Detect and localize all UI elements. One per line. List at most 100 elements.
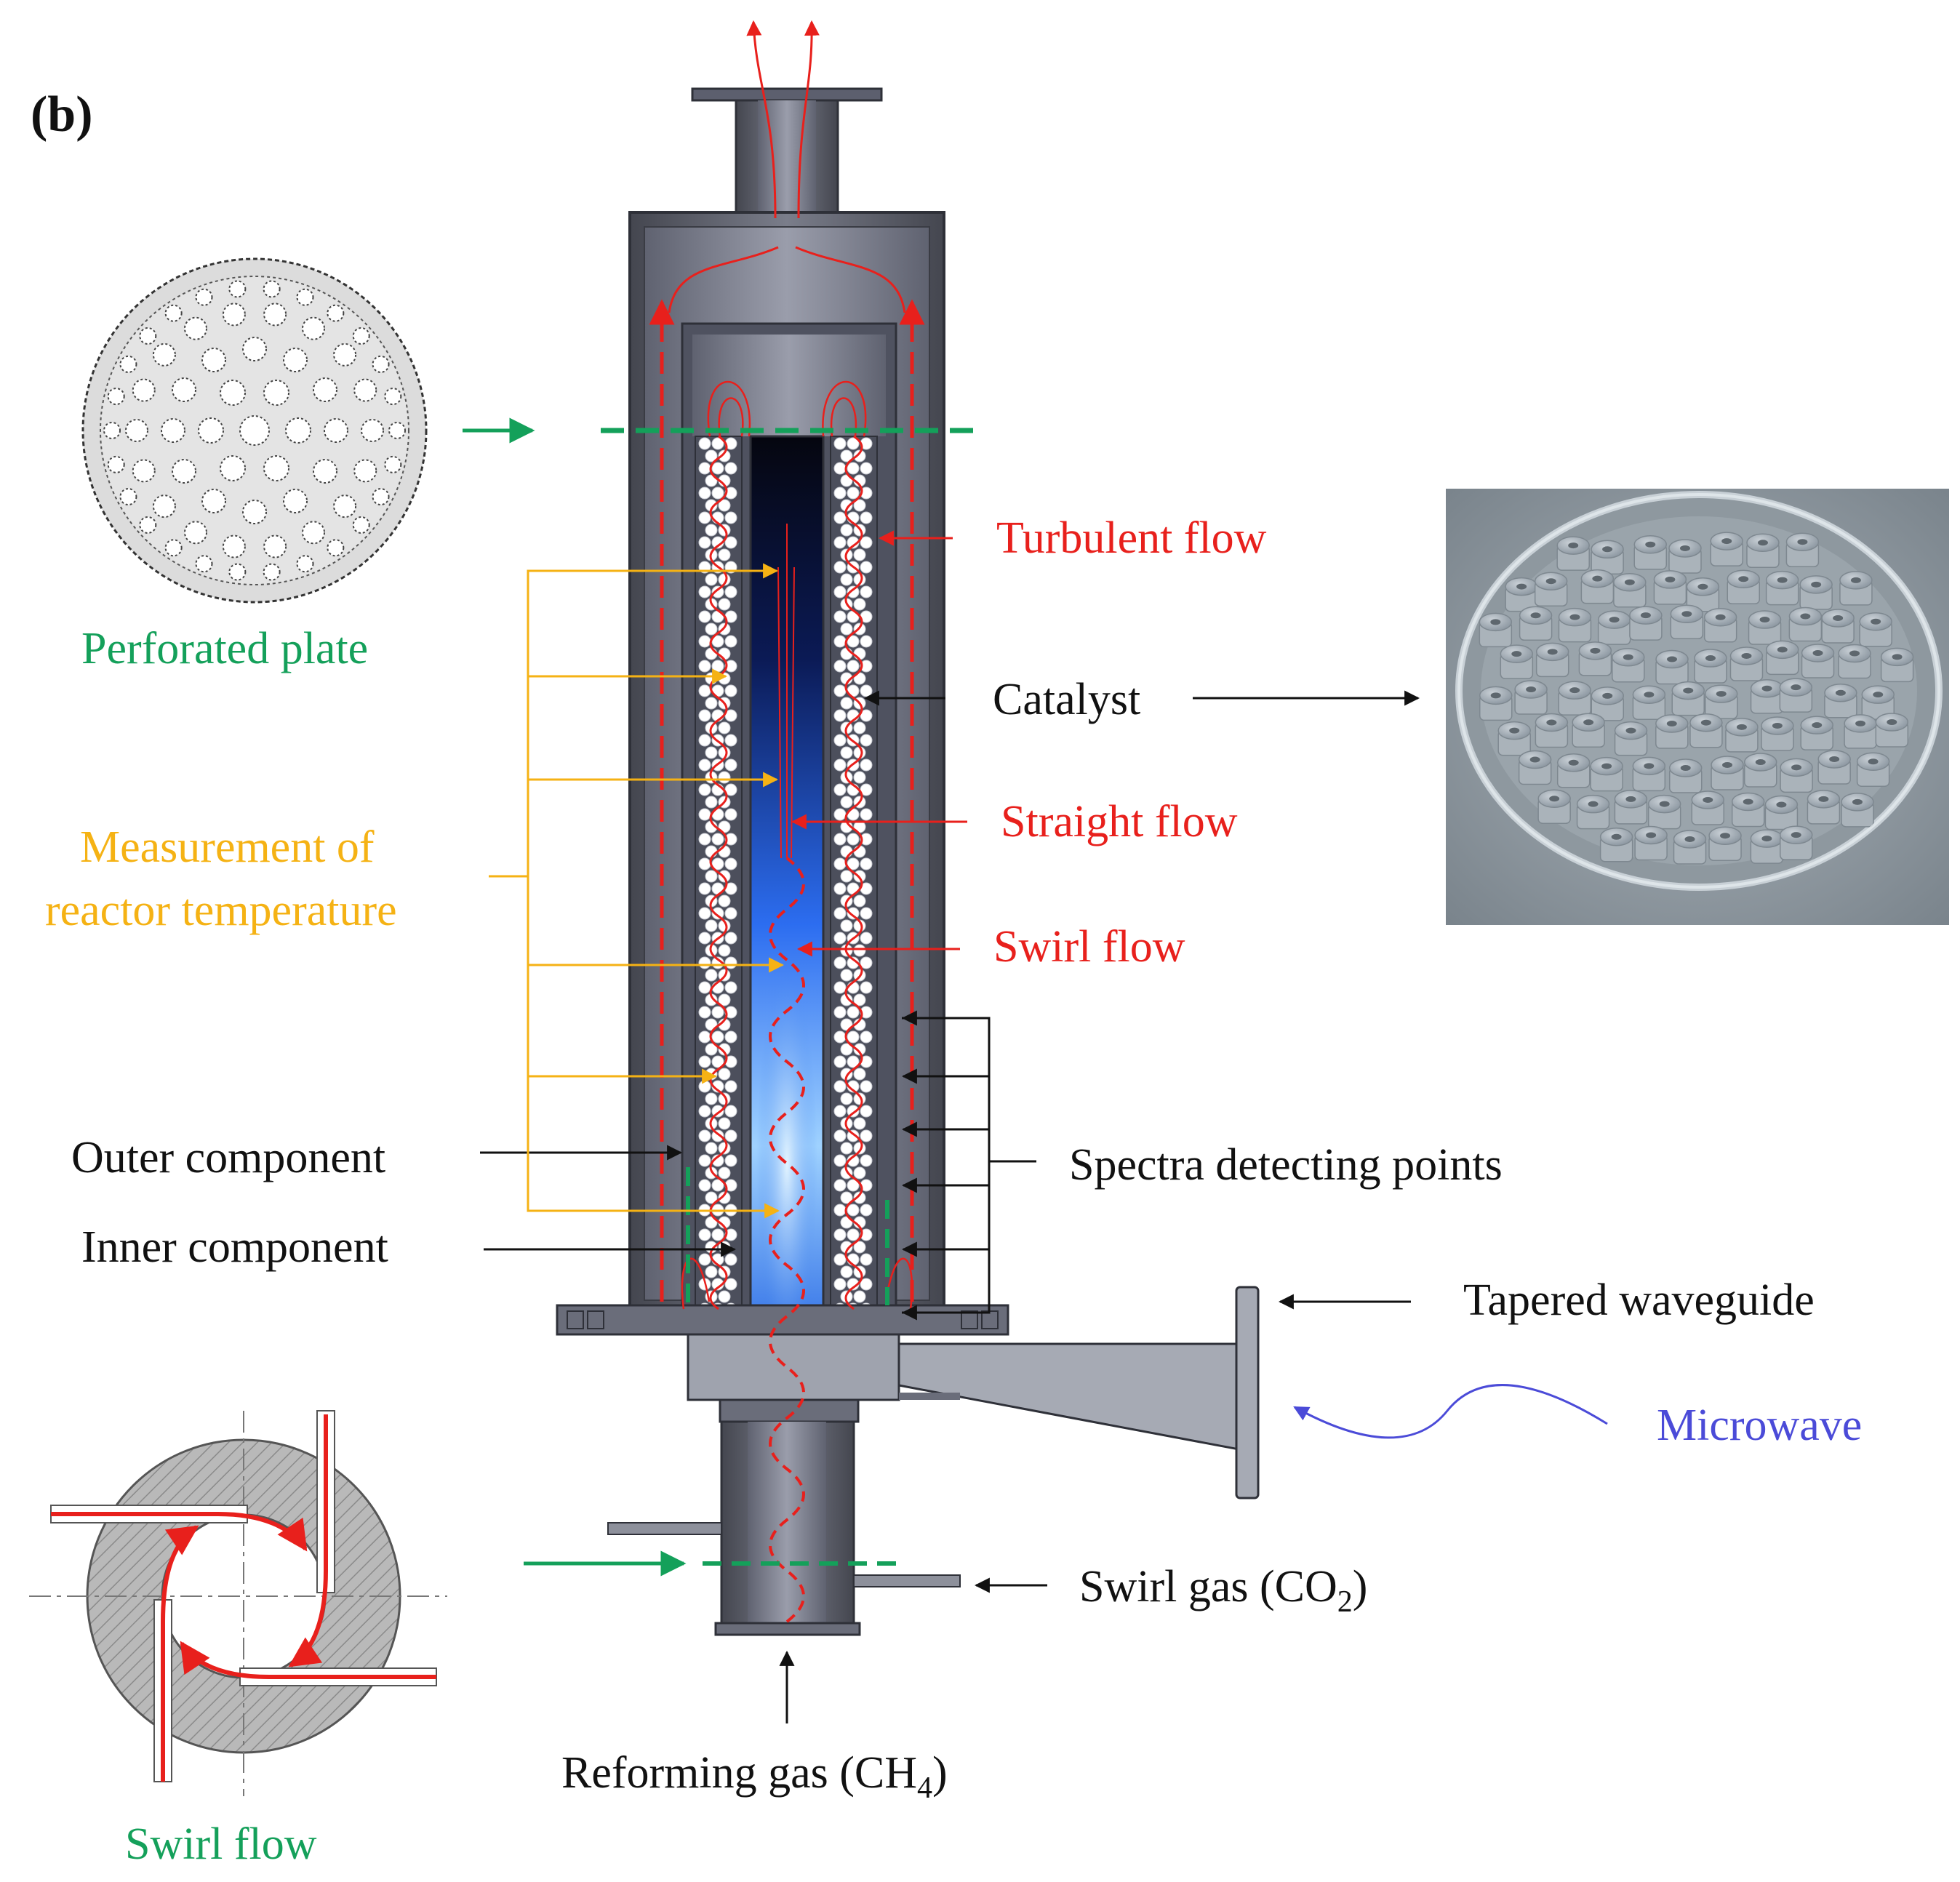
photo-pellet [1655,649,1689,685]
catalyst-pellet [698,857,711,870]
plate-hole [164,539,183,557]
photo-pellet [1535,713,1569,748]
catalyst-pellet [860,833,873,846]
catalyst-pellet [860,907,873,920]
catalyst-pellet [847,660,860,673]
plate-hole [384,388,402,406]
catalyst-pellet [833,1179,847,1192]
measurement-label-line1: Measurement of [80,822,375,872]
plate-hole [296,555,314,573]
catalyst-pellet [698,907,711,920]
plate-hole [352,327,370,345]
photo-pellet [1668,758,1703,793]
catalyst-pellet [724,1154,737,1167]
plate-hole [201,348,226,373]
catalyst-pellet [724,833,737,846]
catalyst-pellet [698,1129,711,1142]
photo-pellet [1558,681,1591,716]
plate-hole [242,337,267,361]
photo-pellet [1578,641,1612,676]
catalyst-pellet [860,635,873,648]
catalyst-pellet [860,956,873,969]
turbulent-flow-label: Turbulent flow [996,513,1267,563]
catalyst-pellet [847,585,860,598]
catalyst-pellet [840,1043,853,1056]
catalyst-pellet [833,1030,847,1044]
catalyst-pellet [833,486,847,500]
plate-hole [263,303,287,327]
catalyst-pellet [833,1253,847,1266]
photo-pellet [1590,756,1623,792]
photo-pellet [1705,684,1738,719]
catalyst-pellet [833,511,847,524]
plate-hole [361,419,384,442]
catalyst-pellet [833,734,847,747]
spectra-points-label: Spectra detecting points [1069,1140,1503,1190]
waveguide-block [687,1333,900,1401]
photo-pellet [1634,825,1668,861]
plate-hole [228,563,247,581]
swirl-flow-bottom-label: Swirl flow [125,1819,317,1869]
photo-pellet [1479,612,1513,648]
plate-hole [139,516,157,534]
catalyst-pellet [840,870,853,883]
catalyst-pellet [833,635,847,648]
perforated-plate-label: Perforated plate [81,624,368,673]
catalyst-pellet [833,882,847,895]
catalyst-pellet [853,993,866,1006]
catalyst-pellet [853,1117,866,1130]
catalyst-pellet [724,1030,737,1044]
side-inlet-left [607,1522,722,1535]
plate-hole [184,316,207,340]
catalyst-pellet [711,585,724,598]
catalyst-pellet [847,1055,860,1068]
photo-pellet [1838,644,1871,679]
plate-hole [198,417,224,444]
catalyst-pellet [833,1228,847,1241]
catalyst-pellet [840,919,853,932]
catalyst-pellet [698,1080,711,1093]
catalyst-pellet [853,598,866,611]
catalyst-pellet [698,437,711,450]
tapered-waveguide-label: Tapered waveguide [1463,1276,1815,1325]
flow-lines [649,20,925,1623]
photo-pellet [1614,721,1648,756]
catalyst-pellet [853,771,866,784]
catalyst-pellet [711,833,724,846]
photo-pellet [1729,646,1764,681]
plate-hole [333,494,357,518]
catalyst-pellet [833,1105,847,1118]
plate-hole [125,419,148,442]
catalyst-pellet [833,758,847,772]
photo-pellet [1801,644,1835,678]
photo-pellet [1703,608,1737,643]
catalyst-pellet [847,833,860,846]
catalyst-pellet [698,1105,711,1118]
catalyst-pellet [698,635,711,648]
photo-pellet [1673,830,1707,865]
catalyst-photo [1446,489,1949,925]
catalyst-pellet [698,833,711,846]
inner-top-space [692,335,886,436]
catalyst-pellet [698,734,711,747]
catalyst-pellet [718,499,731,512]
catalyst-pellet [698,585,711,598]
plate-hole [372,355,390,373]
plate-hole [263,563,281,581]
catalyst-pellet [705,1092,718,1105]
catalyst-pellet [860,1030,873,1044]
plate-hole [384,455,402,473]
catalyst-pellet [724,536,737,549]
photo-pellet [1764,795,1799,830]
photo-pellet [1686,577,1720,612]
catalyst-pellet [833,907,847,920]
outer-component-label: Outer component [71,1133,385,1182]
photo-pellet [1799,575,1833,610]
photo-pellet [1727,569,1760,605]
outlet-bore [758,100,816,217]
photo-pellet [1817,750,1851,785]
photo-pellet [1744,753,1777,788]
labels: (b) Perforated plate Turbulent flow Cata… [31,87,1862,1869]
photo-pellet [1500,644,1534,679]
plate-hole [184,521,207,545]
